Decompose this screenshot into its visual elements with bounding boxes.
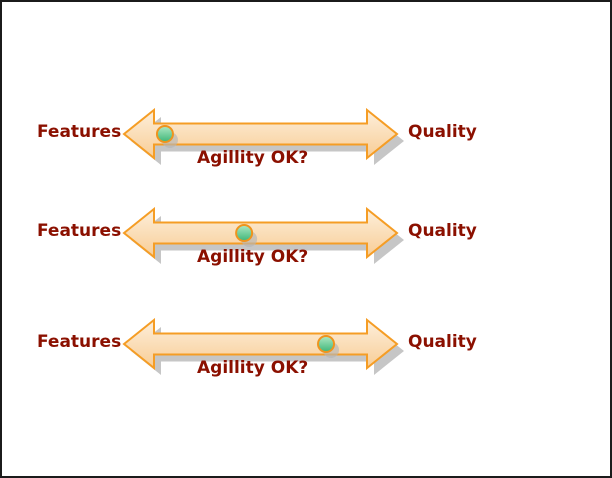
features-label: Features: [37, 332, 122, 352]
agility-question-label: Agillity OK?: [197, 247, 309, 267]
features-label: Features: [37, 221, 122, 241]
agility-question-label: Agillity OK?: [197, 148, 309, 168]
quality-label: Quality: [408, 221, 477, 241]
arrow-body: [122, 108, 399, 161]
tradeoff-row: Features Quality Agillity OK?: [2, 318, 610, 382]
slider-dot-icon: [155, 125, 174, 143]
double-arrow: [122, 318, 404, 375]
arrow-body: [122, 318, 399, 371]
tradeoff-row: Features Quality Agillity OK?: [2, 108, 610, 172]
slider-dot-icon: [235, 224, 254, 242]
slider-dot-icon: [317, 335, 336, 353]
tradeoff-row: Features Quality Agillity OK?: [2, 207, 610, 271]
arrow-body: [122, 207, 399, 260]
quality-label: Quality: [408, 122, 477, 142]
double-arrow: [122, 108, 404, 165]
quality-label: Quality: [408, 332, 477, 352]
agility-question-label: Agillity OK?: [197, 358, 309, 378]
double-arrow: [122, 207, 404, 264]
features-label: Features: [37, 122, 122, 142]
